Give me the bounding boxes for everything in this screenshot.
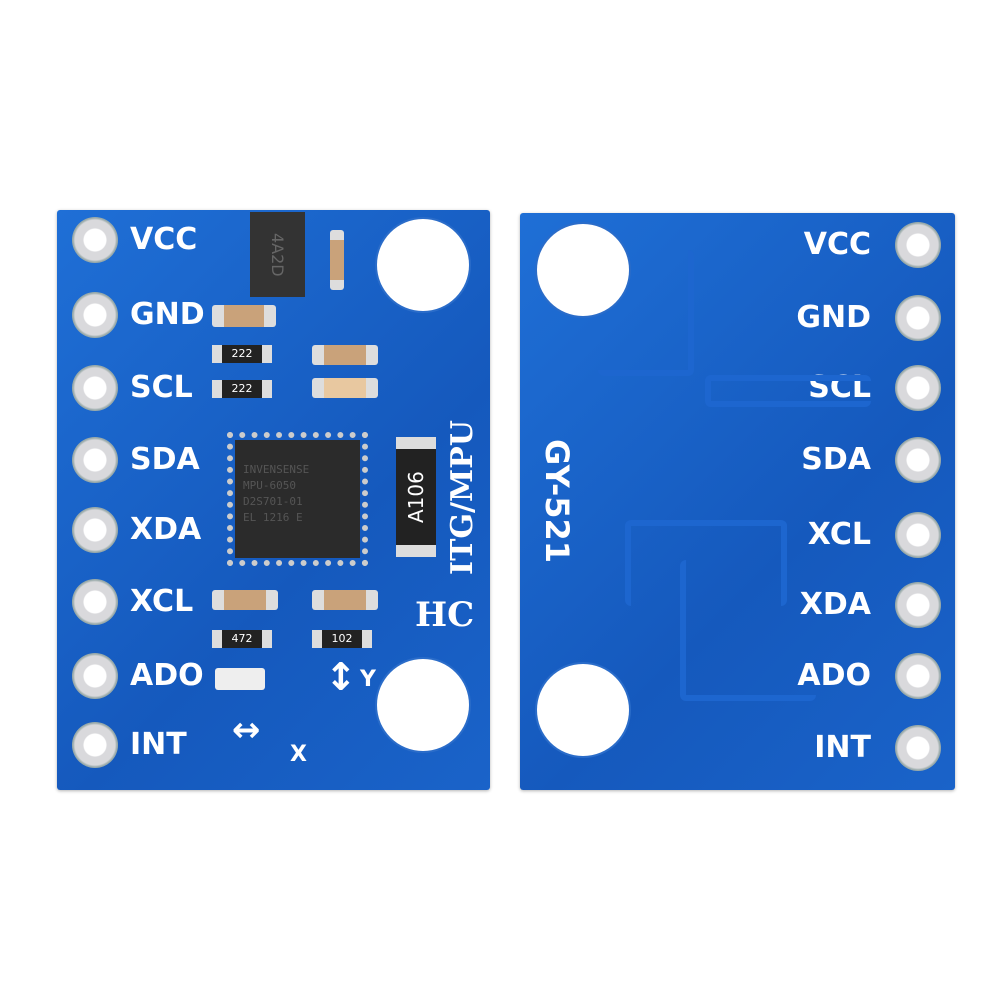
pin-pad	[72, 217, 118, 263]
x-axis-arrow-icon: ↔	[232, 710, 261, 750]
pin-label: XCL	[130, 584, 194, 619]
pin-pad	[72, 292, 118, 338]
y-axis-arrow-icon: ↕	[325, 655, 357, 699]
pin-label: SDA	[801, 442, 871, 477]
axis-y-label: Y	[360, 667, 376, 692]
pin-pad	[895, 512, 941, 558]
pin-pad	[895, 653, 941, 699]
capacitor	[212, 590, 278, 610]
pin-pad	[72, 722, 118, 768]
pin-pad	[72, 579, 118, 625]
pin-pad	[895, 437, 941, 483]
pin-pad	[72, 653, 118, 699]
voltage-regulator: 4A2D	[250, 212, 305, 297]
chip-marking: MPU-6050	[243, 479, 296, 492]
pin-pad	[895, 222, 941, 268]
chip-marking: INVENSENSE	[243, 463, 310, 476]
pin-label: SCL	[130, 370, 193, 405]
mounting-hole	[537, 664, 629, 756]
trace	[598, 250, 694, 376]
resistor: 102	[312, 630, 372, 648]
brand-label: HC	[415, 595, 475, 635]
capacitor	[312, 378, 378, 398]
trace	[705, 375, 871, 407]
pin-pad	[895, 295, 941, 341]
mounting-hole	[377, 219, 469, 311]
capacitor	[330, 230, 344, 290]
chip-marking: D2S701-01	[243, 495, 303, 508]
pin-label: XCL	[807, 517, 871, 552]
pin-pad	[895, 725, 941, 771]
pin-label: INT	[814, 730, 871, 765]
pin-label: XDA	[130, 512, 202, 547]
resistor: A106	[396, 437, 436, 557]
led	[215, 668, 265, 690]
pin-pad	[72, 507, 118, 553]
resistor: 472	[212, 630, 272, 648]
capacitor	[212, 305, 276, 327]
capacitor	[312, 590, 378, 610]
pin-label: XDA	[799, 587, 871, 622]
pin-label: SDA	[130, 442, 200, 477]
pin-pad	[72, 437, 118, 483]
pin-pad	[72, 365, 118, 411]
mpu6050-chip: INVENSENSE MPU-6050 D2S701-01 EL 1216 E	[227, 432, 368, 566]
resistor: 222	[212, 380, 272, 398]
pin-label: ADO	[130, 658, 204, 693]
mounting-hole	[537, 224, 629, 316]
pin-pad	[895, 582, 941, 628]
pin-label: VCC	[130, 222, 198, 257]
silkscreen-itg-mpu: ITG/MPU	[444, 420, 480, 575]
capacitor	[312, 345, 378, 365]
trace	[625, 520, 787, 606]
pin-label: VCC	[803, 227, 871, 262]
pin-pad	[895, 365, 941, 411]
pin-label: GND	[796, 300, 871, 335]
axis-x-label: X	[290, 742, 307, 767]
pin-label: ADO	[797, 658, 871, 693]
mounting-hole	[377, 659, 469, 751]
model-label: GY-521	[538, 438, 577, 564]
resistor: 222	[212, 345, 272, 363]
chip-marking: EL 1216 E	[243, 511, 303, 524]
trace	[680, 560, 816, 701]
pin-label: INT	[130, 727, 187, 762]
pin-label: GND	[130, 297, 205, 332]
